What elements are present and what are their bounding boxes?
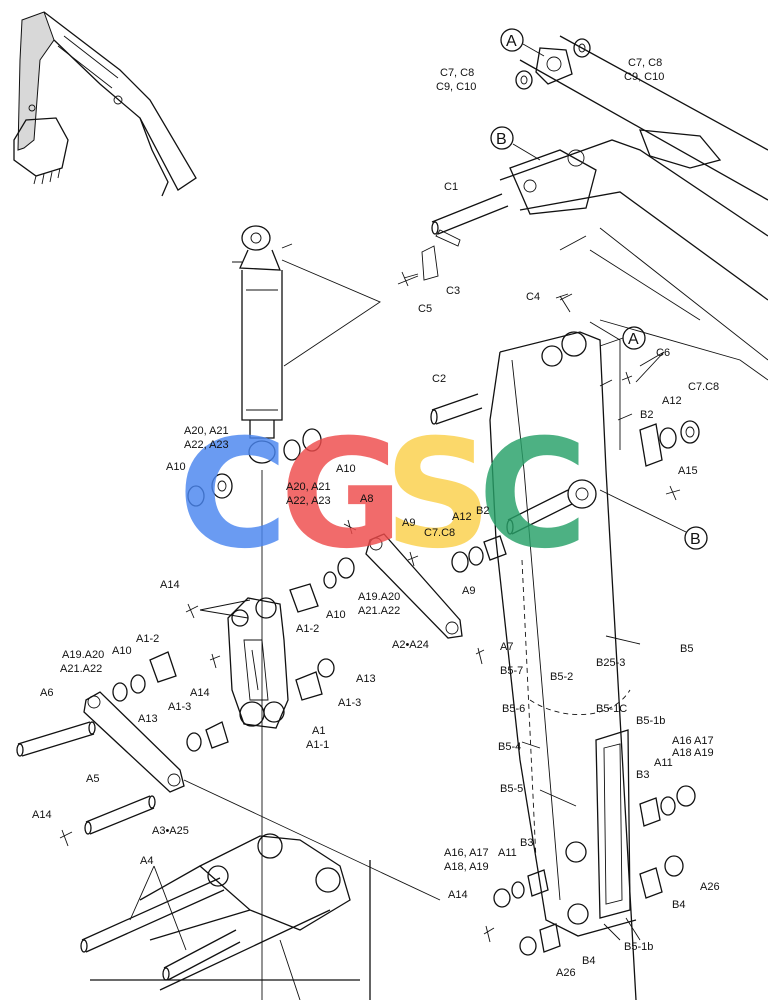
label-c7c8-top-right-1: C7, C8 (628, 57, 662, 69)
label-a9-top: A9 (402, 517, 415, 529)
label-a3-a25: A3•A25 (152, 825, 189, 837)
label-b5-2: B5-2 (550, 671, 573, 683)
guide-link-a1 (227, 597, 289, 729)
label-c3: C3 (446, 285, 460, 297)
label-a20-top-1: A20, A21 (184, 425, 229, 437)
watermark-letter-1: C (178, 408, 288, 582)
label-a6: A6 (40, 687, 53, 699)
label-b5-1b-top: B5-1b (636, 715, 665, 727)
watermark-letter-4: C (478, 408, 588, 582)
label-a2-a24: A2•A24 (392, 639, 429, 651)
label-c7c8-right: C7.C8 (688, 381, 719, 393)
label-a1: A1 (312, 725, 325, 737)
label-a14-low: A14 (32, 809, 52, 821)
label-a14-bottom: A14 (448, 889, 468, 901)
callout-b-top: B (496, 131, 507, 148)
callouts: A B A B (490, 28, 708, 550)
part-labels: C7, C8 C9, C10 C7, C8 C9, C10 C1 C3 C5 C… (32, 57, 720, 979)
label-b5-1b-bottom: B5-1b (624, 941, 653, 953)
bucket-mount (90, 833, 371, 1000)
leader-lines (129, 235, 665, 951)
pins (16, 193, 573, 981)
label-a16-left-2: A18, A19 (444, 861, 489, 873)
label-b3-right: B3 (636, 769, 649, 781)
washers-and-bushings (112, 38, 700, 956)
label-a14-top: A14 (160, 579, 180, 591)
label-a15: A15 (678, 465, 698, 477)
label-a10-mid: A10 (336, 463, 356, 475)
callout-b-right: B (690, 531, 701, 548)
watermark-letter-2: G (280, 408, 403, 582)
label-b5-4: B5-4 (498, 741, 521, 753)
label-a19-right-1: A19.A20 (358, 591, 400, 603)
label-a1-3-left: A1-3 (168, 701, 191, 713)
label-a10-left2: A10 (112, 645, 132, 657)
label-c6: C6 (656, 347, 670, 359)
label-a12-mid: A12 (452, 511, 472, 523)
label-a20-top-2: A22, A23 (184, 439, 229, 451)
label-b4-bottom: B4 (582, 955, 595, 967)
label-a1-3-right: A1-3 (338, 697, 361, 709)
excavator-overview-thumbnail (13, 11, 197, 197)
label-a11-left: A11 (498, 847, 517, 859)
label-a12-right: A12 (662, 395, 682, 407)
label-c4: C4 (526, 291, 540, 303)
label-c7c8-top-right-2: C9, C10 (624, 71, 664, 83)
label-a1-2-left: A1-2 (136, 633, 159, 645)
label-a20-mid-2: A22, A23 (286, 495, 331, 507)
label-b5-6: B5-6 (502, 703, 525, 715)
watermark: C G S C (178, 408, 588, 582)
bolts-and-fittings (59, 271, 681, 943)
label-a16-left-1: A16, A17 (444, 847, 489, 859)
label-b5: B5 (680, 643, 693, 655)
label-b2-mid: B2 (476, 505, 489, 517)
watermark-letter-3: S (384, 408, 492, 582)
label-a1-2-mid: A1-2 (296, 623, 319, 635)
label-a14-mid: A14 (190, 687, 210, 699)
label-b5-7: B5-7 (500, 665, 523, 677)
label-a10-left: A10 (166, 461, 186, 473)
label-c7c8-mid: C7.C8 (424, 527, 455, 539)
label-b3-left: B3 (520, 837, 533, 849)
arm-b5 (489, 321, 637, 1000)
label-a19-left-2: A21.A22 (60, 663, 102, 675)
label-c2: C2 (432, 373, 446, 385)
label-c7c8-top-left-1: C7, C8 (440, 67, 474, 79)
label-a4: A4 (140, 855, 153, 867)
label-b2-right: B2 (640, 409, 653, 421)
label-a26-bottom: A26 (556, 967, 576, 979)
label-b4-right: B4 (672, 899, 685, 911)
label-c1: C1 (444, 181, 458, 193)
label-a16-right-1: A16 A17 (672, 735, 714, 747)
label-a16-right-2: A18 A19 (672, 747, 714, 759)
callout-a-right: A (628, 331, 639, 348)
callout-a-top: A (506, 33, 517, 50)
label-a10-low: A10 (326, 609, 346, 621)
upper-boom-assembly (499, 35, 768, 381)
label-a1-1: A1-1 (306, 739, 329, 751)
label-a20-mid-1: A20, A21 (286, 481, 331, 493)
label-c5: C5 (418, 303, 432, 315)
label-a5: A5 (86, 773, 99, 785)
label-a19-right-2: A21.A22 (358, 605, 400, 617)
label-b5-1c: B5-1C (596, 703, 627, 715)
label-a19-left-1: A19.A20 (62, 649, 104, 661)
label-a13-right: A13 (356, 673, 376, 685)
label-b25-3: B25-3 (596, 657, 625, 669)
label-a8: A8 (360, 493, 373, 505)
label-a7: A7 (500, 641, 513, 653)
label-a26-right: A26 (700, 881, 720, 893)
label-a9-right: A9 (462, 585, 475, 597)
label-a11-right: A11 (654, 757, 673, 769)
link-a3 (83, 691, 441, 901)
label-a13-left: A13 (138, 713, 158, 725)
label-c7c8-top-left-2: C9, C10 (436, 81, 476, 93)
bucket-cylinder (232, 225, 381, 1000)
link-a2 (365, 533, 463, 639)
label-b5-5: B5-5 (500, 783, 523, 795)
